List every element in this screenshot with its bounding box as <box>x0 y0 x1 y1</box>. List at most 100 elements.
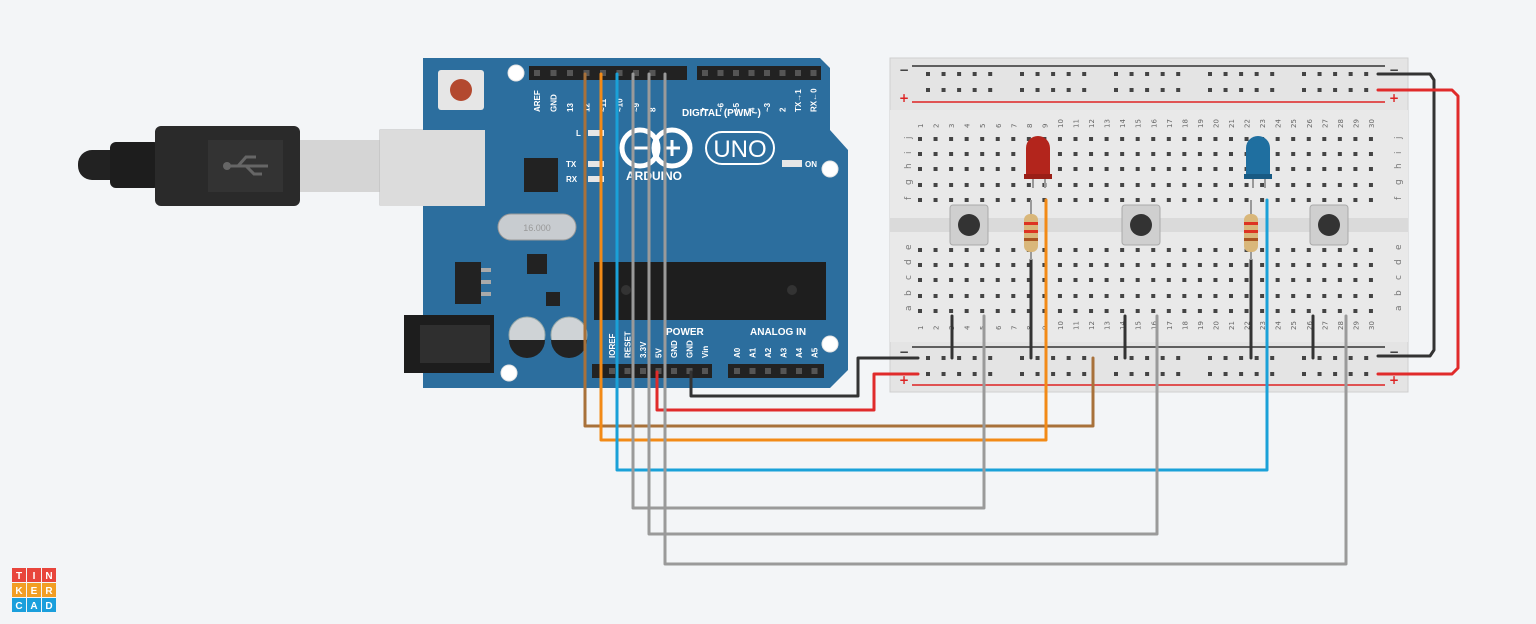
pin-socket[interactable] <box>616 70 623 76</box>
rail-hole[interactable] <box>941 356 946 360</box>
breadboard-hole[interactable] <box>1135 167 1140 171</box>
pin-socket[interactable] <box>633 70 639 76</box>
breadboard-hole[interactable] <box>918 152 922 156</box>
breadboard-hole[interactable] <box>1275 309 1280 313</box>
breadboard-hole[interactable] <box>1244 198 1249 202</box>
breadboard-hole[interactable] <box>1135 152 1140 156</box>
breadboard-hole[interactable] <box>1337 294 1342 298</box>
breadboard-hole[interactable] <box>964 248 969 252</box>
breadboard-hole[interactable] <box>1089 152 1094 156</box>
breadboard-hole[interactable] <box>1182 294 1187 298</box>
breadboard-hole[interactable] <box>1244 309 1249 313</box>
breadboard-hole[interactable] <box>1104 309 1109 313</box>
rail-hole[interactable] <box>1302 356 1306 360</box>
breadboard-hole[interactable] <box>933 278 938 282</box>
breadboard-hole[interactable] <box>1135 263 1140 267</box>
breadboard-hole[interactable] <box>1291 152 1296 156</box>
rail-hole[interactable] <box>1035 88 1040 92</box>
breadboard-hole[interactable] <box>1353 167 1358 171</box>
breadboard-hole[interactable] <box>1229 198 1233 202</box>
rail-hole[interactable] <box>1176 356 1181 360</box>
breadboard-hole[interactable] <box>1104 137 1109 141</box>
pin-socket[interactable] <box>717 70 724 76</box>
breadboard-hole[interactable] <box>1229 152 1233 156</box>
breadboard-hole[interactable] <box>1291 248 1296 252</box>
rail-hole[interactable] <box>941 372 946 376</box>
breadboard-hole[interactable] <box>1322 294 1327 298</box>
rail-hole[interactable] <box>1129 372 1134 376</box>
breadboard-hole[interactable] <box>1244 183 1249 187</box>
breadboard-hole[interactable] <box>964 294 969 298</box>
breadboard-hole[interactable] <box>1306 152 1311 156</box>
breadboard-hole[interactable] <box>1229 278 1233 282</box>
breadboard-hole[interactable] <box>1291 167 1296 171</box>
breadboard-hole[interactable] <box>964 263 969 267</box>
rail-hole[interactable] <box>957 88 962 92</box>
rail-hole[interactable] <box>1302 72 1306 76</box>
breadboard-hole[interactable] <box>1166 167 1171 171</box>
rail-hole[interactable] <box>1176 372 1181 376</box>
breadboard-hole[interactable] <box>1026 137 1031 141</box>
breadboard-hole[interactable] <box>1135 278 1140 282</box>
breadboard-hole[interactable] <box>1229 183 1233 187</box>
rail-hole[interactable] <box>1129 356 1134 360</box>
rail-hole[interactable] <box>1270 372 1275 376</box>
rail-hole[interactable] <box>1129 88 1134 92</box>
rail-hole[interactable] <box>1145 372 1150 376</box>
rail-hole[interactable] <box>1254 72 1259 76</box>
breadboard-hole[interactable] <box>1073 294 1078 298</box>
breadboard-hole[interactable] <box>1166 137 1171 141</box>
rail-hole[interactable] <box>1145 356 1150 360</box>
breadboard-hole[interactable] <box>995 309 1000 313</box>
rail-hole[interactable] <box>1145 88 1150 92</box>
pin-socket[interactable] <box>550 70 557 76</box>
breadboard-hole[interactable] <box>1197 198 1202 202</box>
breadboard-hole[interactable] <box>1042 263 1047 267</box>
breadboard-hole[interactable] <box>1182 263 1187 267</box>
rail-hole[interactable] <box>1066 72 1071 76</box>
breadboard-hole[interactable] <box>1213 152 1218 156</box>
rail-hole[interactable] <box>1129 72 1134 76</box>
rail-hole[interactable] <box>988 372 993 376</box>
breadboard-hole[interactable] <box>1011 137 1016 141</box>
wire-black-gnd[interactable] <box>689 356 920 398</box>
breadboard-hole[interactable] <box>1197 152 1202 156</box>
breadboard-hole[interactable] <box>1120 167 1125 171</box>
breadboard-hole[interactable] <box>1073 309 1078 313</box>
breadboard-hole[interactable] <box>1306 137 1311 141</box>
breadboard-hole[interactable] <box>995 278 1000 282</box>
rail-hole[interactable] <box>957 72 962 76</box>
breadboard-hole[interactable] <box>1151 263 1156 267</box>
breadboard-hole[interactable] <box>1182 183 1187 187</box>
wire-blue[interactable] <box>615 72 1269 472</box>
breadboard-hole[interactable] <box>1260 278 1265 282</box>
breadboard-hole[interactable] <box>1244 294 1249 298</box>
breadboard-hole[interactable] <box>1151 152 1156 156</box>
breadboard-hole[interactable] <box>1120 198 1125 202</box>
rail-hole[interactable] <box>1239 356 1244 360</box>
wire-rail-black[interactable] <box>1376 72 1436 358</box>
breadboard-hole[interactable] <box>918 167 922 171</box>
breadboard-hole[interactable] <box>1120 137 1125 141</box>
rail-hole[interactable] <box>1208 372 1212 376</box>
breadboard-hole[interactable] <box>1120 278 1125 282</box>
breadboard-hole[interactable] <box>949 278 954 282</box>
breadboard-hole[interactable] <box>949 183 954 187</box>
breadboard-hole[interactable] <box>933 294 938 298</box>
wire-orange[interactable] <box>599 72 1048 442</box>
breadboard-hole[interactable] <box>1229 248 1233 252</box>
pin-socket[interactable] <box>655 368 662 374</box>
breadboard-hole[interactable] <box>949 294 954 298</box>
breadboard-hole[interactable] <box>1151 167 1156 171</box>
breadboard-hole[interactable] <box>1213 198 1218 202</box>
rail-hole[interactable] <box>1223 72 1228 76</box>
breadboard-hole[interactable] <box>1275 294 1280 298</box>
rail-hole[interactable] <box>1082 372 1087 376</box>
breadboard-hole[interactable] <box>1368 198 1373 202</box>
breadboard-hole[interactable] <box>1057 294 1062 298</box>
breadboard-hole[interactable] <box>1353 278 1358 282</box>
